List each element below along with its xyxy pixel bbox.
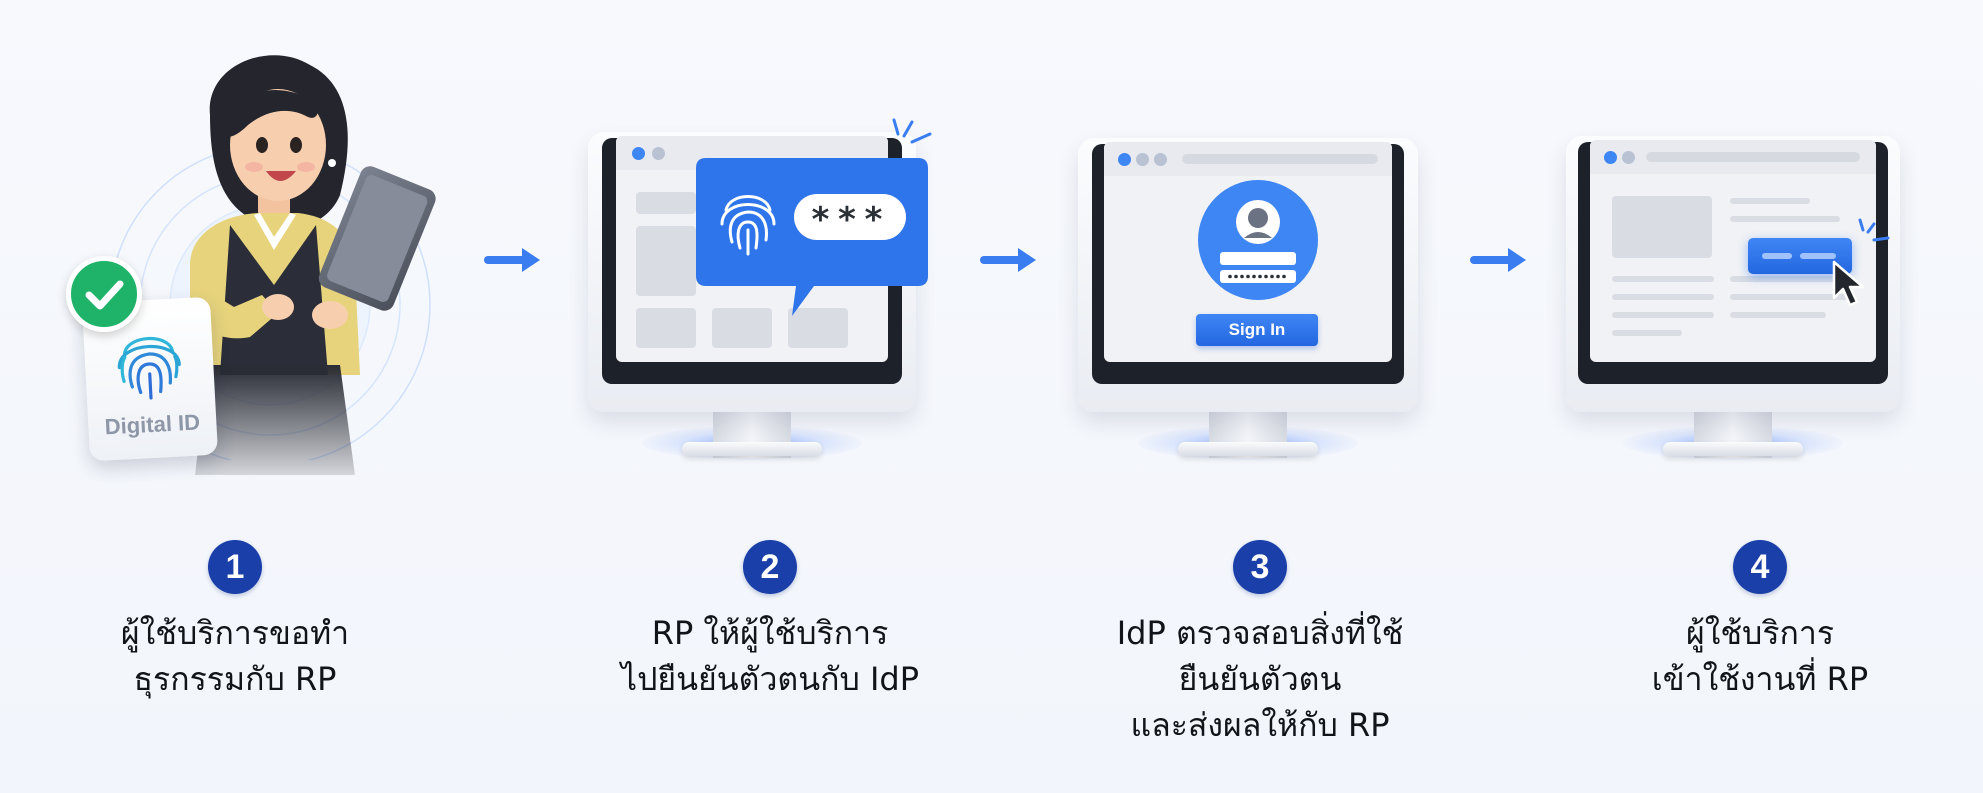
step-4: 4 ผู้ใช้บริการ เข้าใช้งานที่ RP [1550, 540, 1970, 702]
user-avatar-icon [1198, 180, 1318, 300]
arrow-right-icon [484, 248, 540, 272]
password-field: *** [794, 194, 906, 240]
step-number-badge: 3 [1233, 540, 1287, 594]
fingerprint-icon [720, 195, 776, 256]
digital-id-card: Digital ID [81, 296, 219, 462]
cursor-icon [1832, 260, 1865, 307]
step-number-badge: 4 [1733, 540, 1787, 594]
step-3: 3 IdP ตรวจสอบสิ่งที่ใช้ ยืนยันตัวตน และส… [1050, 540, 1470, 748]
verified-check-badge [66, 256, 142, 332]
digital-id-label: Digital ID [104, 409, 201, 440]
caption-line: IdP ตรวจสอบสิ่งที่ใช้ [1116, 614, 1404, 652]
step-2: 2 RP ให้ผู้ใช้บริการ ไปยืนยันตัวตนกับ Id… [560, 540, 980, 702]
step-number-badge: 2 [743, 540, 797, 594]
step-1: 1 ผู้ใช้บริการขอทำ ธุรกรรมกับ RP [25, 540, 445, 702]
sign-in-button[interactable]: Sign In [1196, 314, 1318, 346]
caption-line: ยืนยันตัวตน [1178, 660, 1342, 698]
check-icon [85, 280, 124, 310]
step-caption: ผู้ใช้บริการขอทำ ธุรกรรมกับ RP [25, 610, 445, 702]
step-caption: IdP ตรวจสอบสิ่งที่ใช้ ยืนยันตัวตน และส่ง… [1050, 610, 1470, 748]
caption-line: ธุรกรรมกับ RP [133, 660, 337, 698]
monitor-auth-request: *** [588, 118, 932, 462]
step-number-badge: 1 [208, 540, 262, 594]
step-caption: ผู้ใช้บริการ เข้าใช้งานที่ RP [1550, 610, 1970, 702]
sparkle-icon [1858, 218, 1890, 242]
arrow-right-icon [1470, 248, 1526, 272]
woman-figure [190, 55, 436, 475]
caption-line: เข้าใช้งานที่ RP [1651, 660, 1869, 698]
fingerprint-icon [117, 336, 181, 400]
monitor-idp-signin: Sign In [1078, 138, 1418, 462]
arrow-right-icon [980, 248, 1036, 272]
caption-line: ไปยืนยันตัวตนกับ IdP [621, 660, 919, 698]
caption-line: และส่งผลให้กับ RP [1130, 706, 1390, 744]
step-caption: RP ให้ผู้ใช้บริการ ไปยืนยันตัวตนกับ IdP [560, 610, 980, 702]
monitor-rp-access [1566, 136, 1900, 462]
rp-action-button[interactable] [1748, 238, 1852, 274]
caption-line: RP ให้ผู้ใช้บริการ [651, 614, 889, 652]
caption-line: ผู้ใช้บริการขอทำ [120, 614, 350, 652]
password-mask: *** [810, 200, 890, 240]
sparkle-icon [892, 118, 932, 144]
caption-line: ผู้ใช้บริการ [1685, 614, 1835, 652]
